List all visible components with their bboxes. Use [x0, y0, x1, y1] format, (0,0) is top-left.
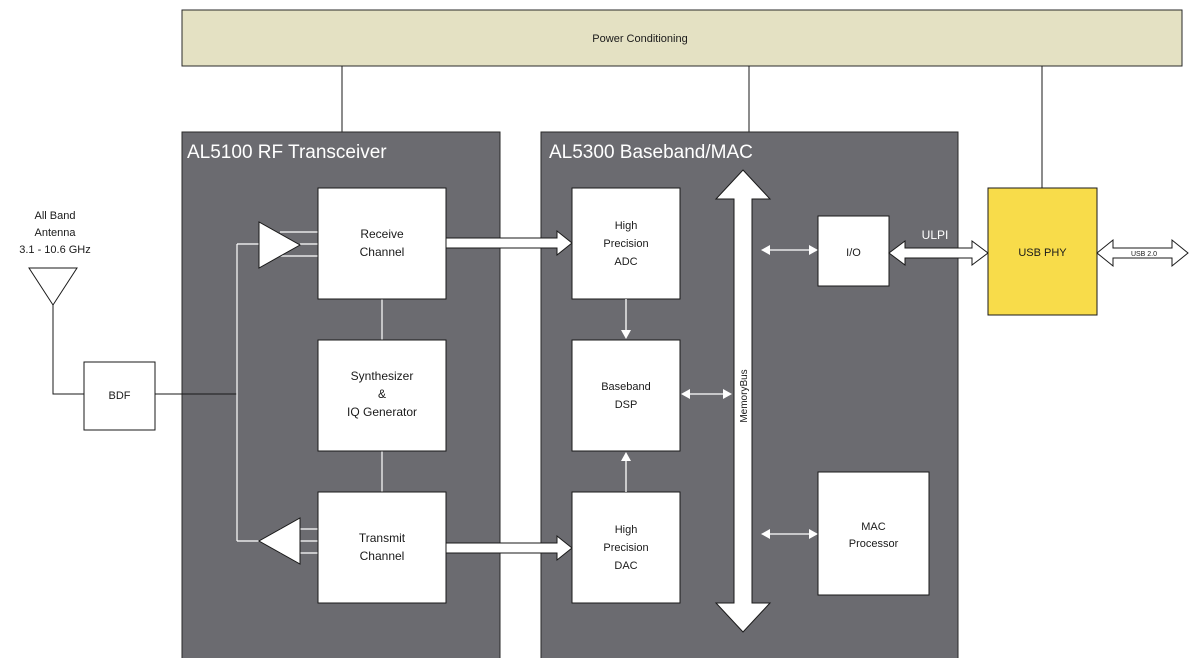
- dac-line3: DAC: [614, 560, 637, 572]
- receive-channel-line2: Channel: [360, 245, 405, 259]
- antenna-feed-line: [52, 305, 84, 395]
- usb-phy-label: USB PHY: [1018, 247, 1067, 259]
- dsp-line1: Baseband: [601, 381, 651, 393]
- synthesizer-box: [317, 339, 447, 452]
- rf-transceiver-title: AL5100 RF Transceiver: [187, 142, 387, 163]
- antenna-icon: [28, 267, 78, 306]
- synthesizer-line2: &: [378, 387, 386, 401]
- bdf-box: [83, 361, 156, 431]
- io-box: [817, 215, 890, 287]
- io-label: I/O: [846, 247, 861, 259]
- dac-line2: Precision: [603, 542, 648, 554]
- antenna-label-line3: 3.1 - 10.6 GHz: [19, 244, 91, 256]
- bus-processor-double-arrow: [761, 529, 818, 539]
- transmit-channel-line2: Channel: [360, 549, 405, 563]
- antenna-label-line2: Antenna: [35, 227, 77, 239]
- memory-bus-label: MemoryBus: [739, 369, 750, 422]
- dac-to-dsp-arrow: [621, 452, 631, 492]
- receive-amplifier-icon: [258, 221, 302, 269]
- mac-processor-box: [817, 471, 930, 596]
- usb2-label: USB 2.0: [1131, 251, 1157, 258]
- dsp-bus-double-arrow: [681, 389, 732, 399]
- adc-line3: ADC: [614, 256, 637, 268]
- transmit-channel-line1: Transmit: [359, 531, 406, 545]
- receive-channel-box: [317, 187, 447, 300]
- ulpi-label: ULPI: [922, 228, 949, 242]
- power-conditioning-bar: [181, 9, 1183, 67]
- bus-io-double-arrow: [761, 245, 818, 255]
- dsp-box: [571, 339, 681, 452]
- adc-to-dsp-arrow: [621, 299, 631, 339]
- power-conditioning-label: Power Conditioning: [592, 33, 687, 45]
- antenna-label-line1: All Band: [35, 210, 76, 222]
- synthesizer-line3: IQ Generator: [347, 405, 417, 419]
- antenna-label: All Band Antenna 3.1 - 10.6 GHz: [19, 210, 91, 256]
- usb2-double-arrow: [1096, 238, 1189, 268]
- dac-box: [571, 491, 681, 604]
- memory-bus-arrow: [714, 169, 772, 633]
- receive-to-adc-arrow: [445, 229, 573, 257]
- dac-line1: High: [615, 524, 638, 536]
- adc-line1: High: [615, 220, 638, 232]
- mac-processor-line1: MAC: [861, 521, 886, 533]
- transmit-channel-box: [317, 491, 447, 604]
- adc-line2: Precision: [603, 238, 648, 250]
- dsp-line2: DSP: [615, 399, 638, 411]
- baseband-mac-title: AL5300 Baseband/MAC: [549, 142, 753, 163]
- receive-channel-line1: Receive: [360, 227, 404, 241]
- synthesizer-line1: Synthesizer: [351, 369, 414, 383]
- transmit-amplifier-icon: [257, 517, 301, 565]
- usb-phy-box: [987, 187, 1098, 316]
- bdf-label: BDF: [109, 390, 131, 402]
- transmit-to-dac-arrow: [445, 534, 573, 562]
- mac-processor-line2: Processor: [849, 538, 899, 550]
